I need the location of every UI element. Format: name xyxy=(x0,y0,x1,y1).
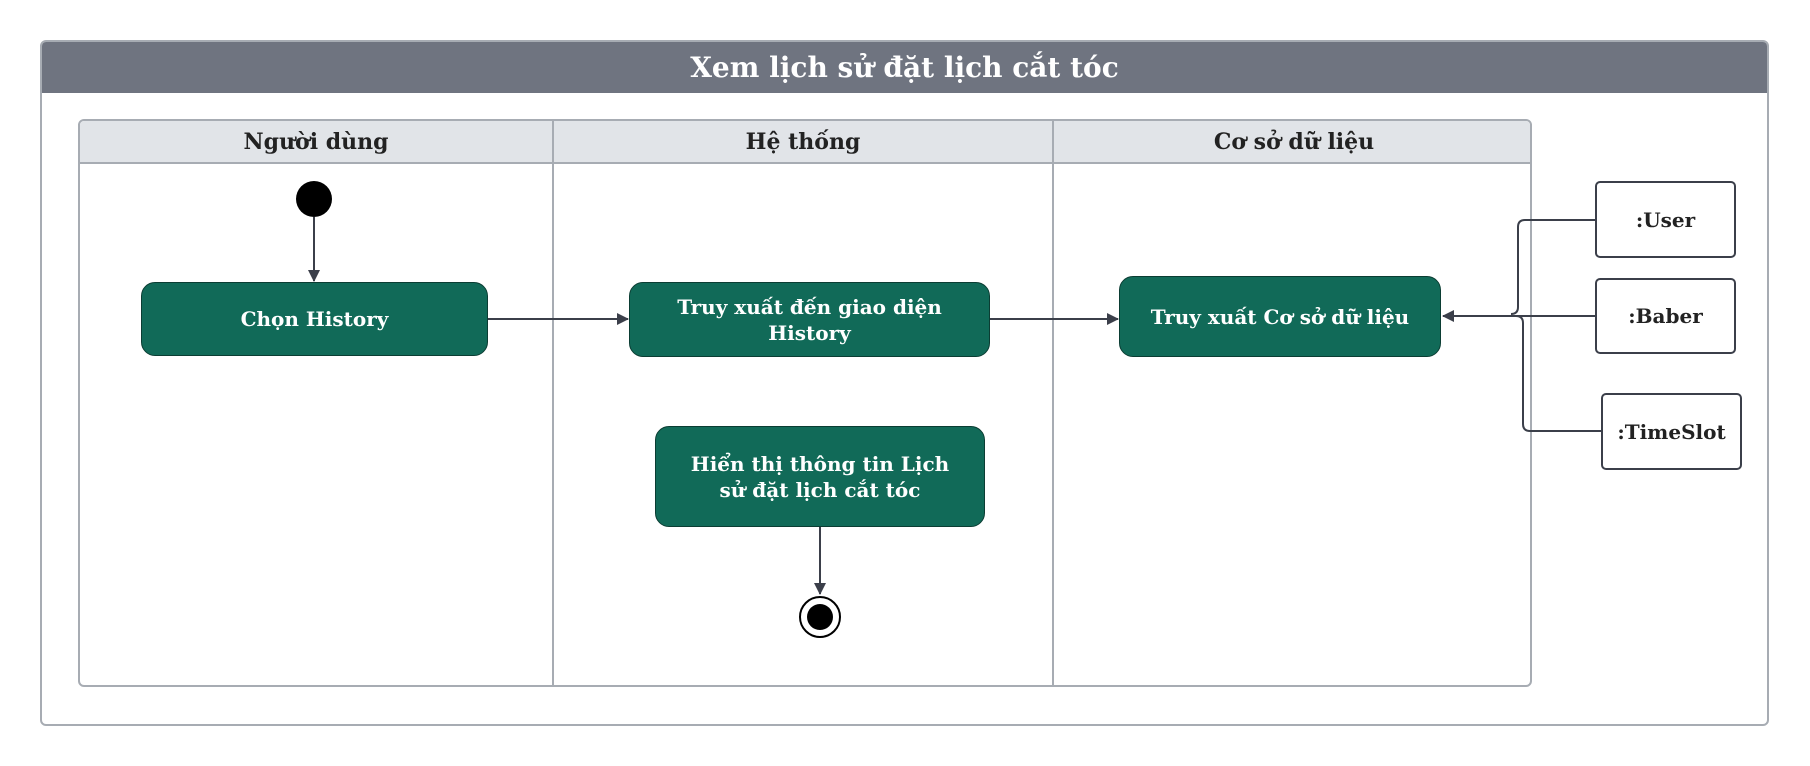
lane-header-nguoi-dung: Người dùng xyxy=(80,121,552,164)
diagram-title: Xem lịch sử đặt lịch cắt tóc xyxy=(42,42,1767,93)
lane-header-co-so-du-lieu: Cơ sở dữ liệu xyxy=(1054,121,1530,164)
action-truy-xuat-co-so-du-lieu[interactable]: Truy xuất Cơ sở dữ liệu xyxy=(1119,276,1441,357)
action-hien-thi-lich-su[interactable]: Hiển thị thông tin Lịch sử đặt lịch cắt … xyxy=(655,426,985,527)
object-user[interactable]: :User xyxy=(1595,181,1736,258)
action-chon-history[interactable]: Chọn History xyxy=(141,282,488,356)
lane-co-so-du-lieu: Cơ sở dữ liệu xyxy=(1052,121,1530,685)
final-node-inner xyxy=(807,604,833,630)
swimlane-container: Người dùng Hệ thống Cơ sở dữ liệu xyxy=(78,119,1532,687)
lane-header-he-thong: Hệ thống xyxy=(554,121,1052,164)
edge-timeslot-to-csdl xyxy=(1515,315,1601,432)
object-baber[interactable]: :Baber xyxy=(1595,278,1736,354)
initial-node xyxy=(296,181,332,217)
lane-nguoi-dung: Người dùng xyxy=(80,121,552,685)
lane-he-thong: Hệ thống xyxy=(552,121,1052,685)
edge-user-to-csdl xyxy=(1510,219,1595,315)
object-timeslot[interactable]: :TimeSlot xyxy=(1601,393,1742,470)
action-truy-xuat-giao-dien-history[interactable]: Truy xuất đến giao diện History xyxy=(629,282,990,357)
